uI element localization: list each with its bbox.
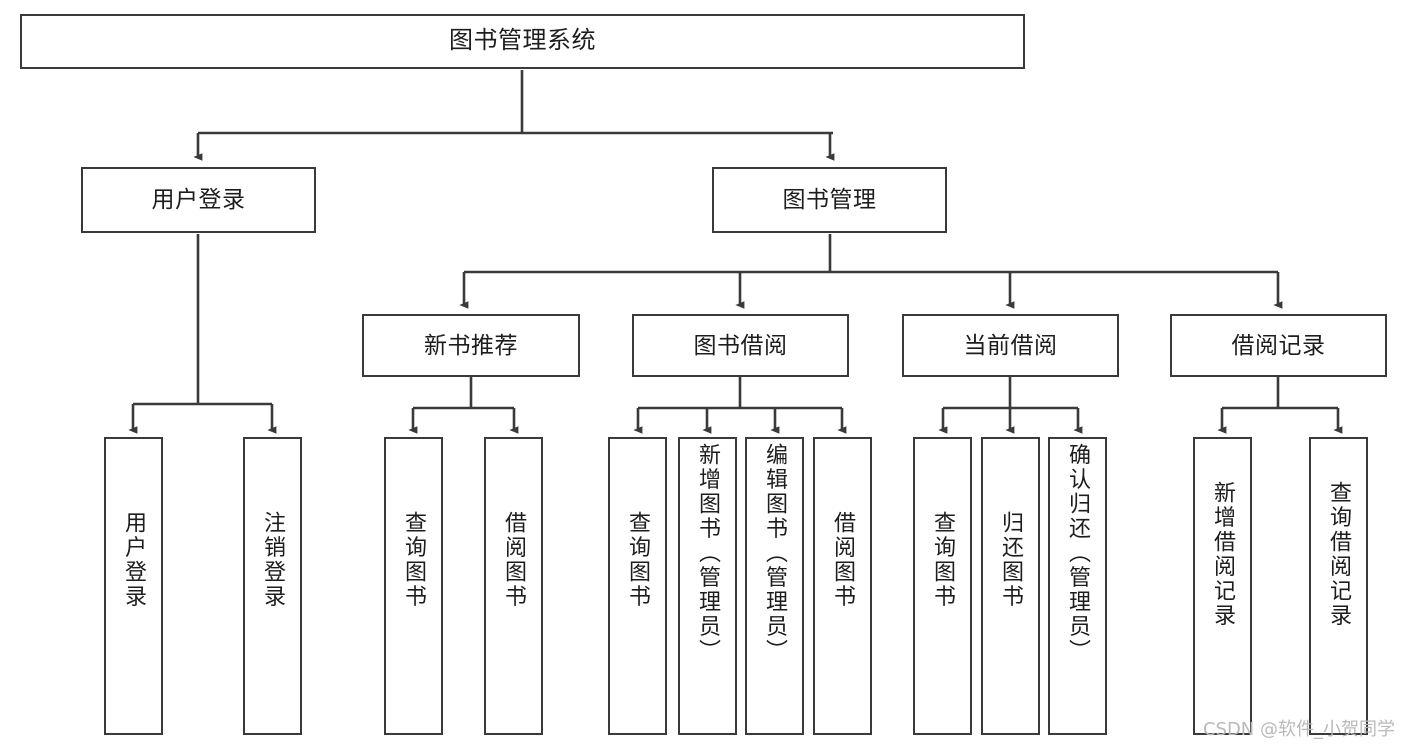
node-label: 归还图书	[998, 511, 1024, 609]
node-label: 查询图书	[401, 511, 427, 609]
node-leaf-add-book[interactable]: 新增图书（管理员）	[678, 437, 737, 735]
node-label: 新书推荐	[424, 331, 518, 358]
node-label: 用户登录	[151, 186, 246, 213]
node-leaf-logout[interactable]: 注销登录	[243, 437, 302, 735]
node-label: 图书借阅	[693, 331, 788, 358]
node-leaf-query-borrow-record[interactable]: 查询借阅记录	[1309, 437, 1368, 735]
node-leaf-query-book-recommend[interactable]: 查询图书	[384, 437, 443, 735]
node-label: 确认归还（管理员）	[1065, 443, 1091, 664]
node-label: 借阅图书	[830, 511, 856, 609]
node-book-management[interactable]: 图书管理	[712, 167, 947, 233]
node-leaf-return-book[interactable]: 归还图书	[981, 437, 1040, 735]
node-borrow-record[interactable]: 借阅记录	[1170, 314, 1387, 377]
csdn-watermark: CSDN @软件_小贺同学	[1202, 719, 1395, 740]
node-leaf-edit-book[interactable]: 编辑图书（管理员）	[745, 437, 804, 735]
node-leaf-confirm-return[interactable]: 确认归还（管理员）	[1048, 437, 1107, 735]
node-root-system[interactable]: 图书管理系统	[20, 14, 1025, 69]
node-label: 查询图书	[625, 511, 651, 609]
node-label: 当前借阅	[963, 331, 1058, 358]
node-new-book-recommend[interactable]: 新书推荐	[362, 314, 580, 377]
node-label: 借阅图书	[501, 511, 527, 609]
node-label: 编辑图书（管理员）	[762, 443, 788, 664]
node-label: 用户登录	[121, 511, 147, 609]
node-book-borrow[interactable]: 图书借阅	[632, 314, 849, 377]
node-leaf-query-book-current[interactable]: 查询图书	[913, 437, 972, 735]
node-label: 图书管理	[782, 186, 877, 213]
node-current-borrow[interactable]: 当前借阅	[902, 314, 1119, 377]
node-leaf-borrow-book-recommend[interactable]: 借阅图书	[484, 437, 543, 735]
node-label: 注销登录	[260, 511, 286, 609]
node-label: 图书管理系统	[449, 27, 596, 55]
node-label: 新增借阅记录	[1210, 481, 1236, 628]
node-label: 查询图书	[930, 511, 956, 609]
node-label: 借阅记录	[1231, 331, 1326, 358]
node-user-login[interactable]: 用户登录	[81, 167, 316, 233]
node-label: 查询借阅记录	[1326, 481, 1352, 628]
node-leaf-user-login[interactable]: 用户登录	[104, 437, 163, 735]
node-leaf-borrow-book[interactable]: 借阅图书	[813, 437, 872, 735]
node-leaf-query-book-borrow[interactable]: 查询图书	[608, 437, 667, 735]
node-label: 新增图书（管理员）	[695, 443, 721, 664]
node-leaf-add-borrow-record[interactable]: 新增借阅记录	[1193, 437, 1252, 735]
